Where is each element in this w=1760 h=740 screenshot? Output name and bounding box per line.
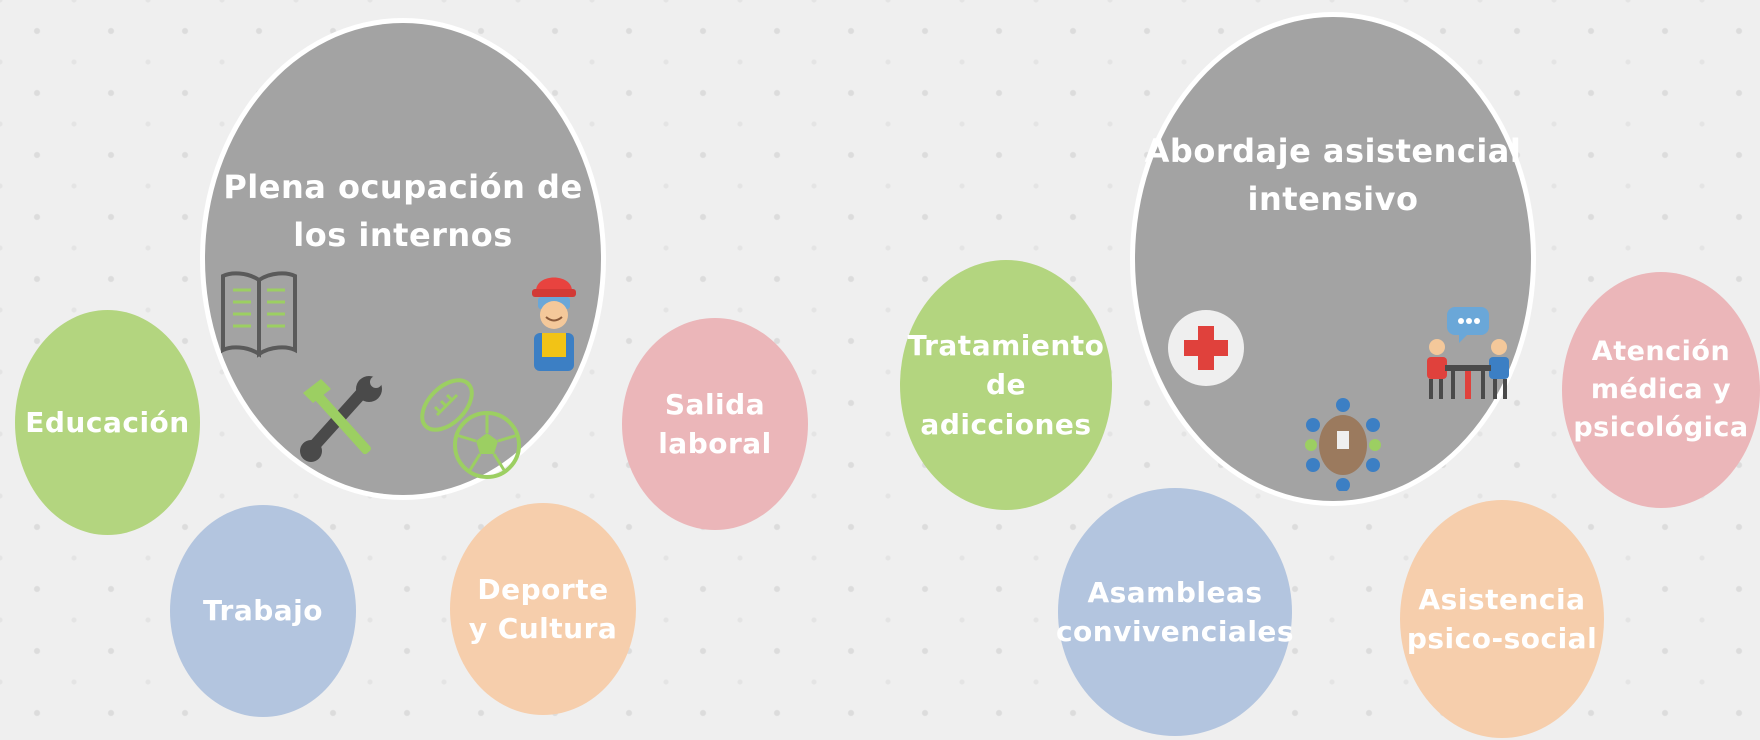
bubble-label: Asistencia psico-social (1406, 582, 1598, 655)
bubble-salida-laboral: Salida laboral (622, 318, 808, 530)
bubble-tratamiento-adicciones: Tratamiento de adicciones (900, 260, 1112, 510)
bubble-label: Trabajo (203, 594, 323, 628)
bubble-label: Deporte y Cultura (468, 572, 618, 645)
medical-cross-icon (1168, 310, 1244, 386)
bubble-label: Tratamiento de adicciones (907, 329, 1105, 441)
bubble-deporte-cultura: Deporte y Cultura (450, 503, 636, 715)
sports-balls-icon (420, 378, 521, 479)
hub-plena-ocupacion: Plena ocupación de los internos (200, 18, 606, 500)
meeting-icon (1427, 307, 1509, 399)
bubble-label: Salida laboral (658, 387, 772, 460)
bubble-asistencia-psico-social: Asistencia psico-social (1400, 500, 1604, 738)
tools-icon (300, 376, 382, 462)
worker-icon (532, 277, 576, 371)
bubble-atencion-medica-psicologica: Atención médica y psicológica (1562, 272, 1760, 508)
bubble-label: Atención médica y psicológica (1573, 336, 1749, 443)
group-table-icon (1305, 398, 1381, 491)
book-icon (221, 271, 297, 358)
bubble-trabajo: Trabajo (170, 505, 356, 717)
hub-abordaje-asistencial: Abordaje asistencial intensivo (1130, 12, 1536, 506)
hub-title: Plena ocupación de los internos (223, 168, 583, 254)
bubble-label: Educación (25, 405, 190, 439)
bubble-asambleas-convivenciales: Asambleas convivenciales (1055, 488, 1295, 736)
bubble-label: Asambleas convivenciales (1055, 575, 1295, 648)
hub-title: Abordaje asistencial intensivo (1144, 132, 1522, 218)
bubble-educacion: Educación (15, 310, 200, 535)
